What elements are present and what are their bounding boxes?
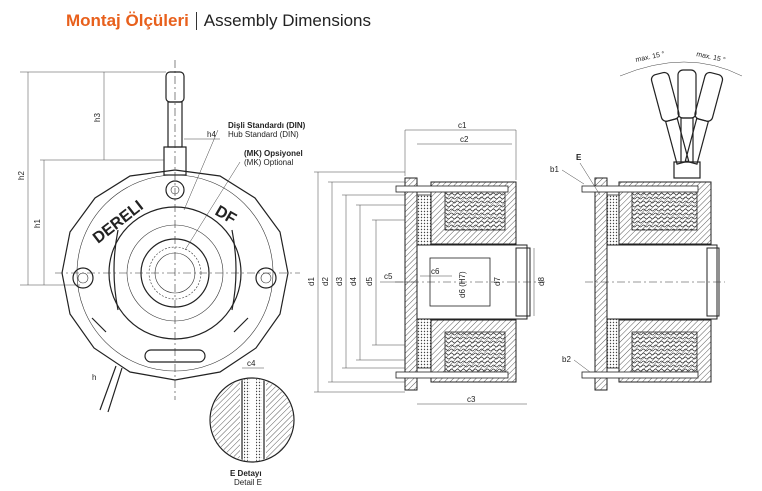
dim-c3-label: c3: [467, 395, 476, 404]
dim-d8-label: d8: [537, 277, 546, 286]
callout-hub-leader: [183, 129, 219, 211]
title-english: Assembly Dimensions: [203, 11, 372, 30]
detail-hatch-left: [211, 379, 240, 461]
detail-circle: [209, 377, 295, 463]
front-mount-hole-left-inner: [77, 272, 89, 284]
dim-c4-label: c4: [247, 359, 256, 368]
callout-mk-prefix: (MK): [244, 149, 262, 158]
detail-friction-1: [244, 379, 250, 461]
dim-d7-label: d7: [493, 277, 502, 286]
side-max-right: max. 15 °: [696, 50, 727, 64]
section-friction-top: [416, 194, 432, 246]
side-flange: [594, 177, 608, 391]
section-view: c1 c2 c3 d1 d2 d3 d4 d5 c5 c6 d6 (H7): [307, 121, 546, 405]
dim-c2-label: c2: [460, 135, 469, 144]
side-view: max. 15 ° max. 15 ° E b1 b2: [550, 50, 743, 391]
detail-friction-2: [256, 379, 262, 461]
side-friction-top: [606, 194, 620, 246]
detail-e: c4 E Detayı Detail E: [209, 359, 295, 487]
side-lever-left: [650, 71, 690, 165]
section-friction-bottom: [416, 317, 432, 369]
dim-d2-label: d2: [321, 277, 330, 286]
side-coil-top: [631, 189, 698, 231]
front-mount-hole-right: [255, 267, 277, 289]
dim-h3-label: h3: [93, 113, 102, 122]
callouts: Dişli Standardı (DIN) Hub Standard (DIN)…: [183, 121, 306, 251]
dim-b2-label: b2: [562, 355, 571, 364]
side-marker-leader: [579, 162, 601, 196]
brand-right-text: DF: [212, 203, 239, 228]
dim-d5-label: d5: [365, 277, 374, 286]
front-ribs: [91, 317, 249, 333]
dim-c6-label: c6: [431, 267, 440, 276]
callout-hub-tr: Dişli Standardı (DIN): [228, 121, 306, 130]
side-bolt-bottom: [581, 371, 699, 379]
title-turkish: Montaj Ölçüleri: [66, 11, 189, 30]
detail-title-en: Detail E: [234, 478, 262, 487]
detail-hatch-right: [266, 379, 293, 461]
side-bolt-top: [581, 185, 699, 193]
section-flange: [404, 177, 418, 391]
dim-h4-label: h4: [207, 130, 216, 139]
dim-c5-label: c5: [384, 272, 393, 281]
detail-title-tr: E Detayı: [230, 469, 262, 478]
dim-d3-label: d3: [335, 277, 344, 286]
side-max-left: max. 15 °: [635, 50, 666, 64]
dim-b1-label: b1: [550, 165, 559, 174]
dim-d1-label: d1: [307, 277, 316, 286]
dim-c1-label: c1: [458, 121, 467, 130]
front-mount-hole-right-inner: [260, 272, 272, 284]
section-coil-top: [444, 189, 506, 231]
side-marker-e: E: [576, 153, 582, 162]
dim-h2-label: h2: [17, 171, 26, 180]
callout-hub-en: Hub Standard (DIN): [228, 130, 299, 139]
front-web-curves: [113, 229, 237, 311]
dim-h-label: h: [92, 373, 96, 382]
side-angle-arc: [619, 61, 743, 77]
page-header: Montaj Ölçüleri Assembly Dimensions: [66, 8, 371, 34]
callout-mk-leader: [184, 161, 241, 251]
section-coil-bottom: [444, 331, 506, 373]
dim-d6-label: d6 (H7): [458, 271, 467, 298]
front-cable: [99, 365, 123, 413]
front-view: DERELI DF h2 h1 h3 h4 h: [17, 60, 300, 413]
callout-mk-en: (MK) Optional: [244, 158, 294, 167]
side-coil-bottom: [631, 331, 698, 373]
dim-d4-label: d4: [349, 277, 358, 286]
section-bolt-bottom: [395, 371, 509, 379]
side-friction-bottom: [606, 317, 620, 369]
dim-h1-label: h1: [33, 219, 42, 228]
callout-mk-label: (MK) Opsiyonel: [244, 149, 303, 158]
dim-b1-leader: [561, 169, 585, 185]
side-lever-right: [684, 71, 724, 165]
callout-mk-tr: Opsiyonel: [264, 149, 303, 158]
section-bolt-top: [395, 185, 509, 193]
front-mount-hole-left: [72, 267, 94, 289]
title-separator: [195, 12, 197, 30]
dim-b2-leader: [573, 359, 591, 373]
